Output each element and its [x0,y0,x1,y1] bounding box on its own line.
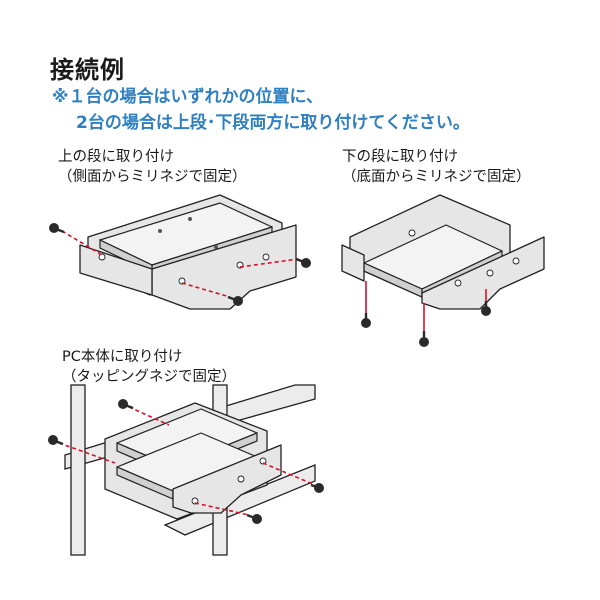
bracket-side-plate [172,444,282,514]
screw-icon [419,331,429,347]
pc-mount-caption: PC本体に取り付け [62,349,183,365]
screw-icon [227,295,243,306]
screw-icon [49,223,65,234]
screw-icon [118,399,134,410]
screw-guide-line [58,442,116,464]
bracket-side-plate [421,236,545,310]
upper-mount-illustration [49,194,311,310]
chassis-post-left [70,384,86,556]
bracket-left-plate [79,244,153,296]
screw-icon [48,435,64,446]
screw-icon [295,257,311,268]
screw-guide-line [61,230,103,256]
screw-icon [310,483,324,493]
bracket-left-plate [341,244,365,282]
lower-mount-illustration [341,194,545,347]
upper-mount-caption: 上の段に取り付け [58,149,174,165]
pc-mount-subcaption: （タッピングネジで固定） [62,369,236,385]
lower-mount-subcaption: （底面からミリネジで固定） [342,169,531,185]
mounting-note-line-2: 2台の場合は上段･下段両方に取り付けてください。 [76,113,470,133]
upper-mount-subcaption: （側面からミリネジで固定） [58,169,247,185]
mounting-note-line-1: ※１台の場合はいずれかの位置に、 [52,87,324,107]
lower-mount-caption: 下の段に取り付け [342,149,458,165]
screw-icon [481,301,491,316]
screw-icon [361,313,371,328]
screw-icon [246,513,262,524]
pc-mount-illustration [48,384,324,556]
diagram-title: 接続例 [50,56,125,84]
